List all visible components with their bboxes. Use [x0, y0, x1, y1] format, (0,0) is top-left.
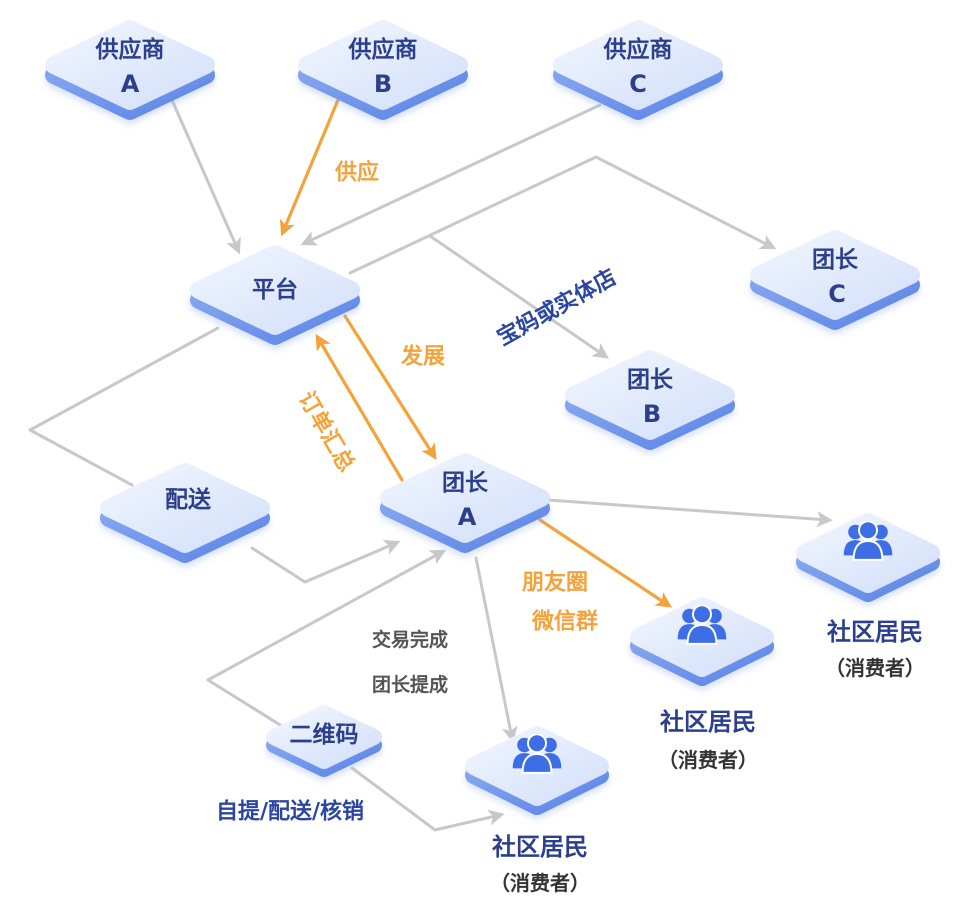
arrow-platform-to-leader-b: [428, 234, 609, 359]
arrow-leader-a-to-resident-right: [546, 498, 833, 528]
resident-middle: 社区居民 （消费者）: [630, 597, 774, 772]
platform-label: 平台: [252, 276, 298, 303]
supplier-b-label: 供应商: [348, 36, 418, 63]
resident-bottom: 社区居民 （消费者）: [465, 726, 609, 895]
arrow-platform-to-leader-c: [348, 155, 777, 275]
arrow-qrcode-to-leader-a: [206, 549, 447, 730]
pickup-label: 自提/配送/核销: [216, 799, 364, 825]
consumer-label: （消费者）: [490, 871, 590, 895]
arrow-leader-a-to-resident-bottom: [474, 556, 518, 743]
delivery-label: 配送: [165, 486, 211, 513]
tile-leader-b: 团长 B: [565, 350, 735, 450]
tile-delivery: 配送: [100, 463, 270, 563]
leader-b-letter: B: [643, 400, 661, 428]
supplier-a-letter: A: [121, 70, 140, 98]
moments-label: 朋友圈: [522, 571, 588, 596]
resident-label: 社区居民: [827, 618, 923, 646]
supplier-b-letter: B: [374, 70, 392, 98]
arrow-supplier-a-to-platform: [170, 98, 241, 255]
arrow-leader-a-to-resident-middle: [538, 518, 672, 608]
leader-commission-label: 团长提成: [372, 673, 448, 696]
leader-c-label: 团长: [812, 247, 859, 273]
leader-a-letter: A: [458, 503, 477, 531]
arrow-delivery-to-leader-a: [250, 540, 401, 584]
tile-supplier-c: 供应商 C: [553, 20, 723, 120]
tile-qrcode: 二维码: [266, 705, 382, 777]
trade-done-label: 交易完成: [372, 628, 448, 651]
wechat-group-label: 微信群: [531, 609, 598, 635]
tile-supplier-a: 供应商 A: [45, 20, 215, 120]
mom-or-store-label: 宝妈或实体店: [493, 264, 621, 351]
consumer-label: （消费者）: [825, 656, 925, 680]
consumer-label: （消费者）: [658, 748, 758, 772]
arrow-supplier-b-to-platform: [279, 98, 340, 237]
resident-label: 社区居民: [660, 708, 756, 736]
arrow-leader-a-to-platform: [315, 333, 404, 482]
qrcode-label: 二维码: [290, 721, 359, 748]
leader-a-label: 团长: [442, 470, 489, 496]
tile-supplier-b: 供应商 B: [298, 20, 468, 120]
supplier-a-label: 供应商: [95, 36, 165, 63]
tile-platform: 平台: [190, 245, 360, 345]
supplier-c-letter: C: [629, 70, 647, 98]
arrow-platform-to-leader-a: [343, 314, 437, 461]
resident-right: 社区居民 （消费者）: [796, 513, 940, 680]
supply-label: 供应: [334, 160, 379, 186]
connectors: [28, 98, 833, 832]
leader-b-label: 团长: [627, 367, 674, 393]
line-platform-to-delivery: [28, 326, 220, 487]
leader-c-letter: C: [828, 280, 846, 308]
tile-leader-c: 团长 C: [750, 230, 920, 330]
develop-label: 发展: [400, 344, 445, 370]
resident-label: 社区居民: [492, 833, 588, 861]
supplier-c-label: 供应商: [603, 36, 673, 63]
tile-leader-a: 团长 A: [380, 453, 550, 553]
arrow-supplier-c-to-platform: [300, 103, 602, 246]
order-summary-label: 订单汇总: [293, 387, 360, 476]
arrow-qrcode-to-resident-bottom: [350, 766, 505, 832]
